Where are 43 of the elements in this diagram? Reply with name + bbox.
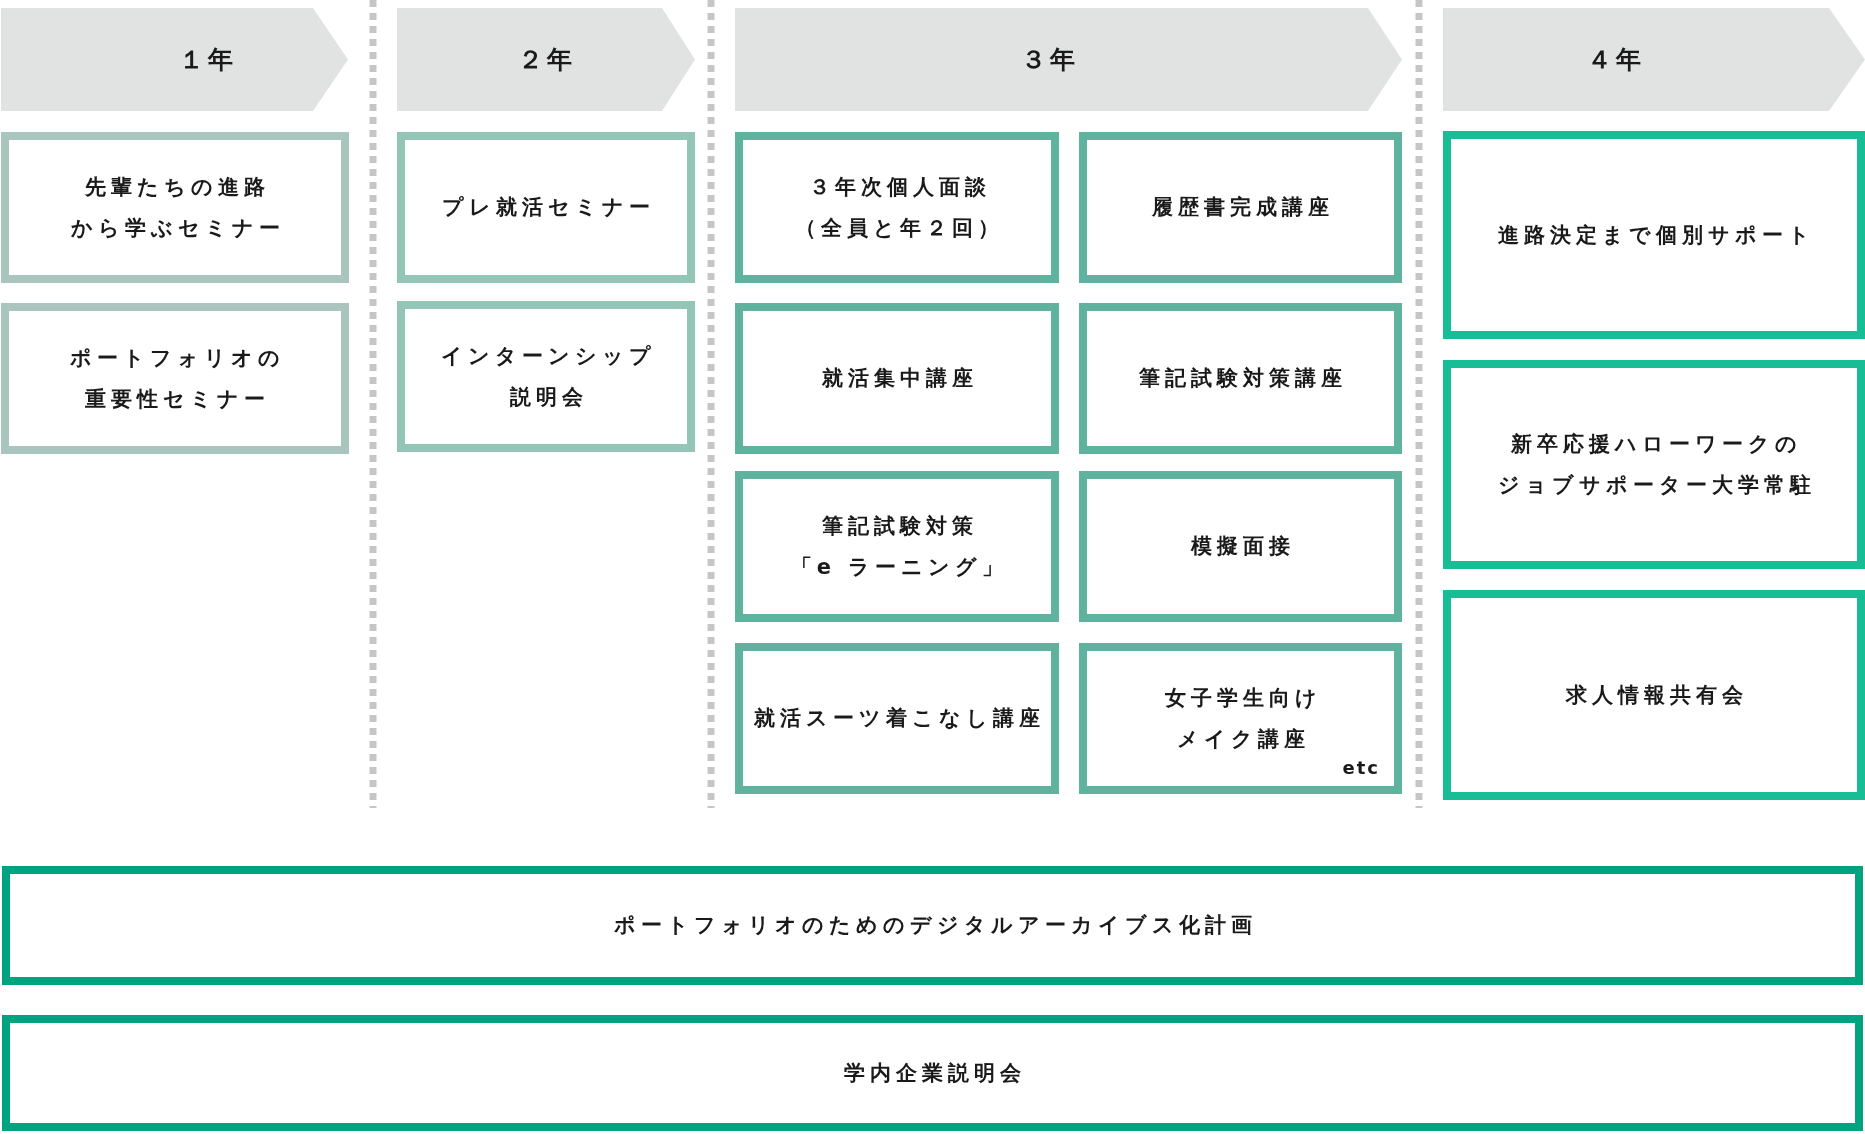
program-box [2, 866, 1863, 985]
chevron-banner [1, 8, 348, 111]
year-label: ２年 [517, 43, 577, 76]
program-box [735, 132, 1059, 283]
program-title: ポートフォリオのためのデジタルアーカイブス化計画 [612, 912, 1257, 939]
program-box [1079, 643, 1402, 794]
program-box [1443, 590, 1865, 800]
program-title: 筆記試験対策講座 [1138, 365, 1347, 392]
program-box [1079, 303, 1402, 454]
chevron-banner [397, 8, 695, 111]
program-title: インターンシップ説明会 [440, 342, 656, 411]
year-label: １年 [178, 43, 238, 76]
program-title: 履歴書完成講座 [1151, 194, 1334, 221]
program-box [1, 132, 349, 283]
program-title: 模擬面接 [1189, 533, 1295, 560]
program-box [397, 301, 695, 452]
etc-note: etc [1342, 758, 1380, 778]
program-title: 就活集中講座 [820, 365, 978, 392]
program-title: プレ就活セミナー [441, 194, 655, 221]
year-label: ４年 [1586, 43, 1646, 76]
program-box [1079, 471, 1402, 622]
chevron-banner [735, 8, 1402, 111]
chevron-banner [1443, 8, 1865, 111]
program-title: 筆記試験対策「e ラーニング」 [789, 512, 1009, 581]
program-title: 進路決定まで個別サポート [1497, 221, 1815, 249]
program-title: 女子学生向けメイク講座 [1163, 684, 1322, 753]
program-title: 求人情報共有会 [1564, 681, 1748, 709]
program-title: ポートフォリオの重要性セミナー [69, 344, 285, 413]
program-box [2, 1015, 1863, 1131]
year-label: ３年 [1020, 43, 1080, 76]
program-title: 先輩たちの進路から学ぶセミナー [69, 173, 285, 242]
program-title: 就活スーツ着こなし講座 [753, 705, 1045, 732]
program-box [1443, 360, 1865, 569]
program-box [735, 303, 1059, 454]
program-title: 学内企業説明会 [843, 1059, 1026, 1087]
program-box [397, 132, 695, 283]
program-box [1443, 131, 1865, 339]
program-title: 新卒応援ハローワークのジョブサポーター大学常駐 [1496, 430, 1816, 499]
program-box [1, 303, 349, 454]
program-box [735, 643, 1059, 794]
program-box [735, 471, 1059, 622]
program-box [1079, 132, 1402, 283]
program-title: ３年次個人面談（全員と年２回） [794, 173, 1004, 242]
